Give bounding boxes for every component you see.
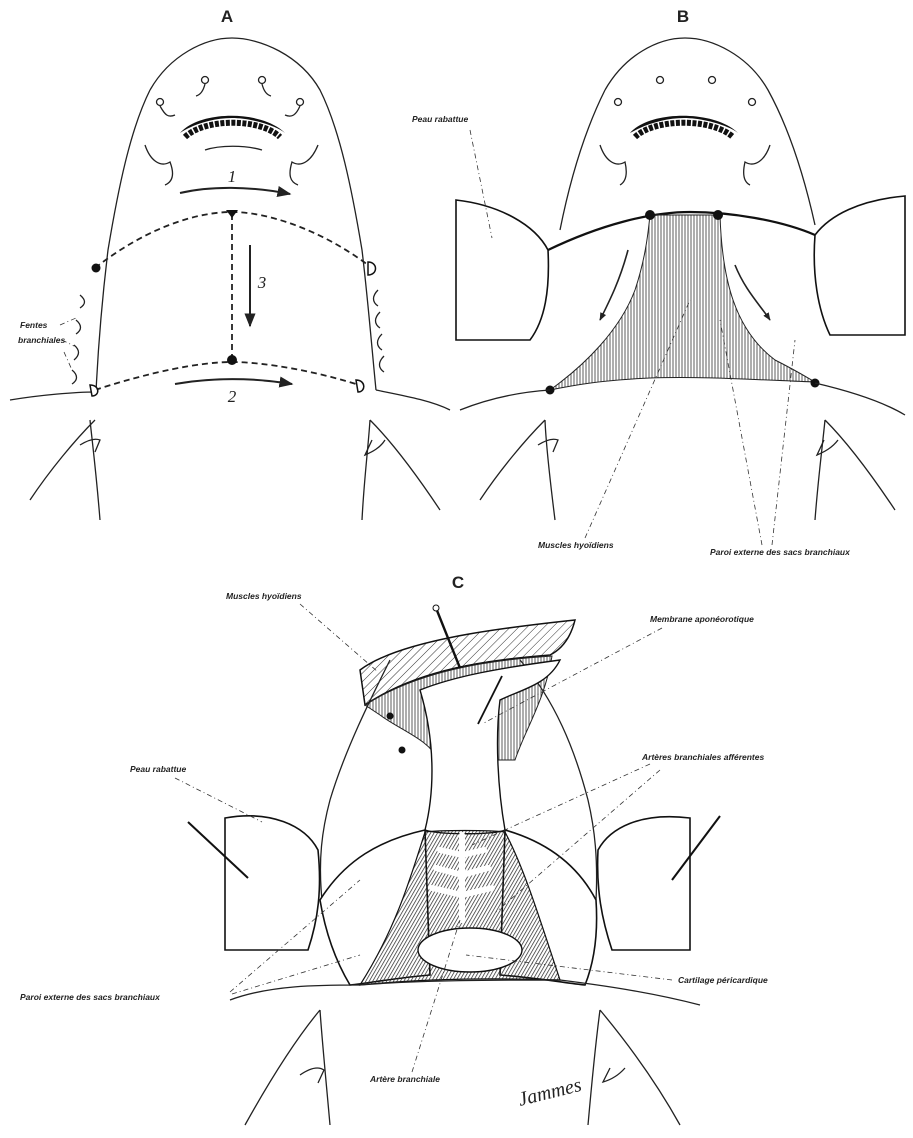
teeth-row	[185, 123, 280, 137]
skin-flap-left-b	[456, 200, 548, 340]
artist-signature: Jammes	[516, 1074, 584, 1111]
nostril-icon	[157, 99, 164, 106]
body-line-a	[90, 420, 370, 520]
label-paroi-externe-b: Paroi externe des sacs branchiaux	[710, 547, 851, 557]
body-line-c	[320, 1010, 600, 1125]
pin-icon	[645, 210, 655, 220]
figure-c: C Muscles hyoïdiens Membrane aponéo	[20, 573, 768, 1125]
arrow-b-left	[600, 250, 628, 320]
pin-icon	[387, 713, 394, 720]
gill-slits-right	[374, 290, 385, 372]
label-arteres-afferentes-c: Artères branchiales afférentes	[641, 752, 764, 762]
head-outline-b-left	[560, 90, 605, 230]
label-fentes-line2: branchiales	[18, 335, 66, 345]
arrow-2	[175, 379, 292, 384]
nostril-icon	[615, 99, 622, 106]
incision-number-1: 1	[228, 167, 237, 186]
label-muscles-hyoidiens-b: Muscles hyoïdiens	[538, 540, 614, 550]
pin-icon	[226, 210, 238, 218]
label-paroi-externe-c: Paroi externe des sacs branchiaux	[20, 992, 161, 1002]
label-artere-branchiale-c: Artère branchiale	[369, 1074, 440, 1084]
label-muscles-hyoidiens-c: Muscles hyoïdiens	[226, 591, 302, 601]
nostril-icon	[297, 99, 304, 106]
panel-letter-b: B	[677, 7, 689, 26]
lip-fold	[205, 146, 262, 150]
head-outline-a-left	[96, 90, 150, 392]
pectoral-outline-b	[460, 383, 905, 415]
arrow-b-right	[735, 265, 770, 320]
arrow-1	[180, 188, 290, 194]
label-cartilage-c: Cartilage péricardique	[678, 975, 768, 985]
fin-left-a	[80, 439, 100, 452]
nostril-icon	[709, 77, 716, 84]
incision-number-2: 2	[228, 387, 237, 406]
pin-icon	[356, 380, 364, 392]
pin-icon	[92, 264, 101, 273]
pin-icon	[227, 355, 237, 365]
pin-head-icon	[433, 605, 439, 611]
label-peau-rabattue-b: Peau rabattue	[412, 114, 468, 124]
incision-2	[95, 362, 362, 390]
panel-letter-c: C	[452, 573, 464, 592]
skin-flap-right-b	[814, 196, 905, 335]
leader-muscles-c	[300, 604, 378, 672]
label-membrane-c: Membrane aponéorotique	[650, 614, 754, 624]
pin-icon	[713, 210, 723, 220]
hyoid-muscle-hatch-b	[550, 215, 815, 390]
fin-b	[538, 439, 838, 455]
pericardial-cartilage-c	[418, 928, 522, 972]
teeth-row	[635, 123, 733, 137]
pin-icon	[90, 385, 98, 396]
label-peau-rabattue-c: Peau rabattue	[130, 764, 186, 774]
body-lower-c	[245, 1010, 680, 1125]
nostril-icon	[202, 77, 209, 84]
skin-flap-right-c	[598, 817, 690, 950]
label-fentes-line1: Fentes	[20, 320, 48, 330]
figure-a: A 1 2	[10, 7, 450, 520]
pin-icon	[399, 747, 406, 754]
nostril-icon	[259, 77, 266, 84]
head-outline-b	[605, 38, 815, 225]
incision-1	[95, 212, 372, 268]
nostril-icon	[749, 99, 756, 106]
body-line-b	[545, 420, 825, 520]
panel-letter-a: A	[221, 7, 233, 26]
pin-icon	[368, 262, 376, 275]
figure-b: B Peau rabattue Muscles hyoïdiens Par	[412, 7, 905, 557]
head-outline-a	[150, 38, 376, 390]
nostril-folds	[160, 84, 300, 116]
labial-folds	[600, 145, 770, 185]
gill-slits-left	[72, 295, 85, 384]
incision-number-3: 3	[257, 273, 267, 292]
body-lower-b	[480, 420, 895, 510]
body-outline-c	[230, 980, 700, 1005]
nostril-icon	[657, 77, 664, 84]
skin-flap-left-c	[225, 816, 320, 950]
